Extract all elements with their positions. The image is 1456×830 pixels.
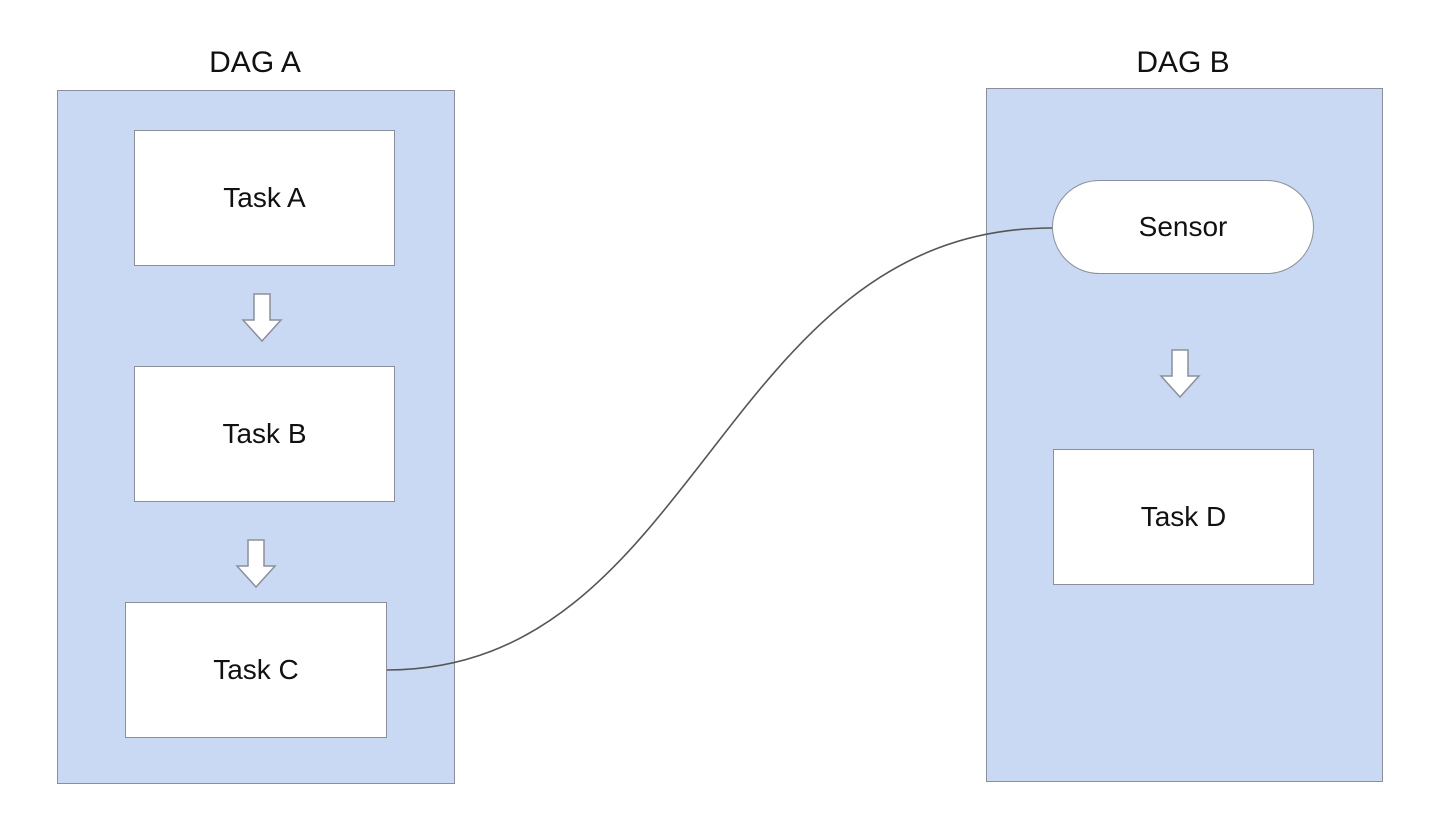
- task-c-node: Task C: [125, 602, 387, 738]
- dag-b-title: DAG B: [1136, 46, 1230, 79]
- task-d-node: Task D: [1053, 449, 1314, 585]
- down-arrow-icon: [1159, 349, 1201, 399]
- task-b-node: Task B: [134, 366, 395, 502]
- down-arrow-icon: [235, 539, 277, 589]
- dag-a-title: DAG A: [209, 46, 301, 79]
- down-arrow-icon: [241, 293, 283, 343]
- sensor-node: Sensor: [1052, 180, 1314, 274]
- task-a-node: Task A: [134, 130, 395, 266]
